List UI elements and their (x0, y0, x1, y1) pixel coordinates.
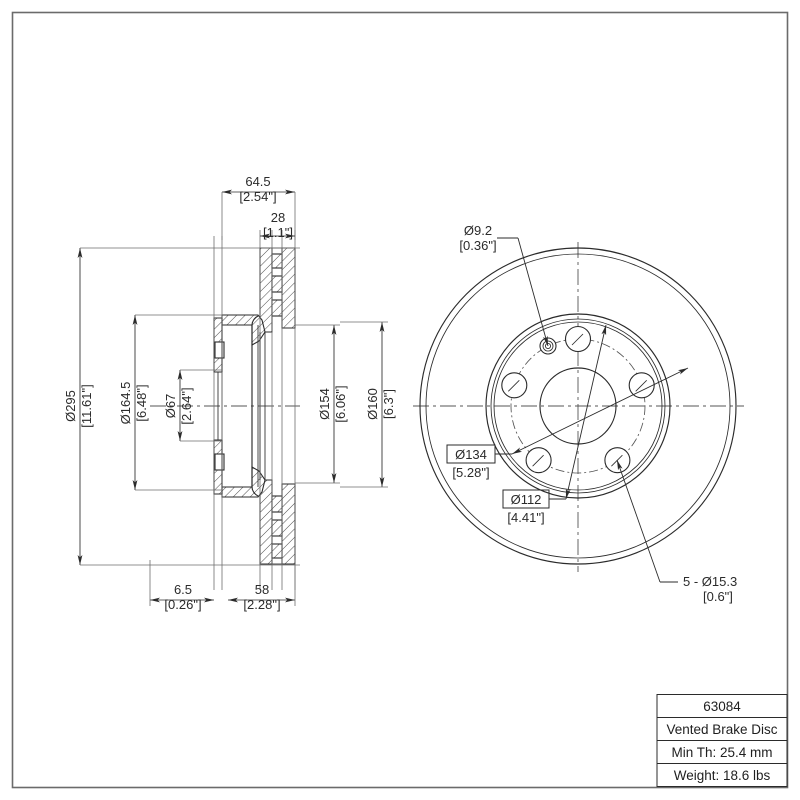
dim-hat-offset-inch: [0.26"] (164, 597, 201, 612)
dim-outer-diameter-value: Ø295 (63, 390, 78, 422)
dim-inner-pad-diameter-value: Ø154 (317, 388, 332, 420)
dim-inner-diameter-value: Ø160 (365, 388, 380, 420)
hub-hat-upper (213, 314, 266, 373)
dimension-hat-depth: 58 [2.28"] (228, 560, 296, 612)
dim-hat-depth-inch: [2.28"] (243, 597, 280, 612)
dim-overall-width-inch: [2.54"] (239, 189, 276, 204)
dim-inner-diameter-inch: [6.3"] (381, 389, 396, 419)
dim-hat-offset-value: 6.5 (174, 582, 192, 597)
dimension-hat-offset: 6.5 [0.26"] (149, 560, 214, 612)
callout-lug-holes-inch: [0.6"] (703, 589, 733, 604)
callout-pilot-hole: Ø9.2 [0.36"] (459, 223, 549, 347)
callout-hub-diameter-value: Ø112 (511, 492, 542, 507)
title-block-part-number: 63084 (703, 699, 741, 714)
dim-outer-diameter-inch: [11.61"] (79, 384, 94, 427)
dimension-inner-diameter: Ø160 [6.3"] (340, 321, 396, 488)
disc-upper-ring (259, 247, 296, 333)
dim-center-bore-value: Ø67 (163, 394, 178, 419)
disc-lower-ring (259, 479, 296, 565)
dimension-center-bore: Ø67 [2.64"] (163, 369, 222, 442)
dim-disc-width-inch: [1.1"] (263, 225, 293, 240)
lug-hole (525, 447, 552, 474)
dimension-disc-width: 28 [1.1"] (260, 210, 295, 240)
title-block-min-thickness: Min Th: 25.4 mm (671, 745, 772, 760)
callout-hub-diameter: Ø112 [4.41"] (502, 324, 607, 525)
dimension-inner-pad-diameter: Ø154 [6.06"] (295, 324, 348, 484)
title-block: 63084 Vented Brake Disc Min Th: 25.4 mm … (656, 694, 788, 787)
dim-hat-depth-value: 58 (255, 582, 269, 597)
lug-hole (564, 325, 592, 353)
dim-disc-width-value: 28 (271, 210, 285, 225)
drawing-border (11, 11, 789, 789)
section-reference-lines (213, 230, 296, 590)
callout-lug-holes: 5 - Ø15.3 [0.6"] (616, 459, 737, 604)
dimension-overall-width: 64.5 [2.54"] (221, 174, 296, 240)
callout-hub-diameter-inch: [4.41"] (507, 510, 544, 525)
disc-outer-edge (419, 247, 737, 565)
title-block-description: Vented Brake Disc (666, 722, 777, 737)
cross-section-side-view: 64.5 [2.54"] 28 [1.1"] Ø295 [11.61"] Ø16… (63, 174, 396, 612)
lug-hole (501, 372, 528, 399)
callout-pilot-hole-value: Ø9.2 (464, 223, 492, 238)
dim-hat-diameter-inch: [6.48"] (134, 384, 149, 421)
front-face-view: Ø9.2 [0.36"] Ø134 [5.28"] Ø112 [4.41"] 5… (413, 223, 744, 604)
dim-hat-diameter-value: Ø164.5 (118, 382, 133, 425)
lug-hole (628, 372, 655, 399)
callout-pilot-hole-inch: [0.36"] (459, 238, 496, 253)
hat-to-disc-transition (251, 315, 259, 497)
dim-overall-width-value: 64.5 (245, 174, 270, 189)
dim-center-bore-inch: [2.64"] (179, 387, 194, 424)
callout-bolt-circle-inch: [5.28"] (452, 465, 489, 480)
dimension-hat-diameter: Ø164.5 [6.48"] (118, 314, 222, 491)
title-block-weight: Weight: 18.6 lbs (674, 768, 771, 783)
disc-outer-edge-inner (425, 253, 731, 559)
callout-bolt-circle-value: Ø134 (455, 447, 487, 462)
dimension-outer-diameter: Ø295 [11.61"] (63, 247, 300, 566)
dim-inner-pad-diameter-inch: [6.06"] (333, 385, 348, 422)
callout-lug-holes-value: 5 - Ø15.3 (683, 574, 737, 589)
